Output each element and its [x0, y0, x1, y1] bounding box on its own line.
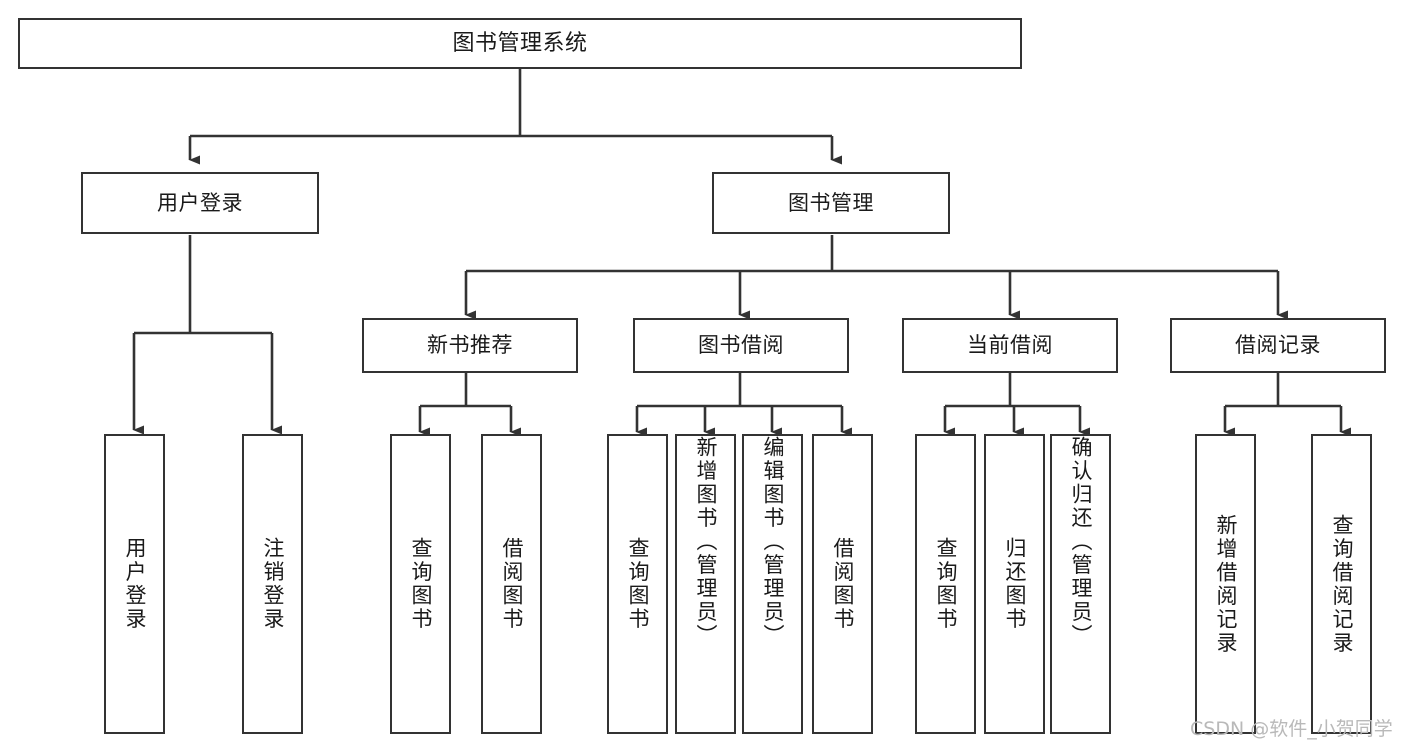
node-label: 图书管理系统: [452, 30, 588, 56]
leaf-query-borrow-record[interactable]: 查询借阅记录: [1311, 434, 1372, 734]
leaf-borrow-book-newbook[interactable]: 借阅图书: [481, 434, 542, 734]
node-label: 确认归还（管理员）: [1069, 436, 1093, 648]
leaf-add-borrow-record[interactable]: 新增借阅记录: [1195, 434, 1256, 734]
leaf-edit-book-admin[interactable]: 编辑图书（管理员）: [742, 434, 803, 734]
node-current-borrow[interactable]: 当前借阅: [902, 318, 1118, 373]
node-label: 图书管理: [788, 190, 874, 215]
node-label: 新增借阅记录: [1214, 513, 1238, 655]
leaf-confirm-return-admin[interactable]: 确认归还（管理员）: [1050, 434, 1111, 734]
node-label: 查询图书: [626, 537, 650, 631]
node-root-system[interactable]: 图书管理系统: [18, 18, 1022, 69]
node-label: 新书推荐: [427, 333, 513, 358]
node-label: 图书借阅: [698, 333, 784, 358]
node-new-book-recommend[interactable]: 新书推荐: [362, 318, 578, 373]
node-borrow-record[interactable]: 借阅记录: [1170, 318, 1386, 373]
node-label: 借阅记录: [1235, 333, 1321, 358]
node-label: 借阅图书: [500, 537, 524, 631]
leaf-borrow-book[interactable]: 借阅图书: [812, 434, 873, 734]
node-label: 归还图书: [1003, 537, 1027, 631]
node-label: 注销登录: [261, 537, 285, 631]
csdn-watermark: CSDN @软件_小贺同学: [1190, 718, 1393, 740]
leaf-add-book-admin[interactable]: 新增图书（管理员）: [675, 434, 736, 734]
node-label: 查询借阅记录: [1330, 513, 1354, 655]
node-label: 当前借阅: [967, 333, 1053, 358]
node-user-login[interactable]: 用户登录: [81, 172, 319, 234]
node-label: 编辑图书（管理员）: [761, 436, 785, 648]
leaf-query-book-current[interactable]: 查询图书: [915, 434, 976, 734]
leaf-query-book-borrow[interactable]: 查询图书: [607, 434, 668, 734]
node-label: 查询图书: [934, 537, 958, 631]
node-book-management[interactable]: 图书管理: [712, 172, 950, 234]
node-book-borrow[interactable]: 图书借阅: [633, 318, 849, 373]
leaf-return-book[interactable]: 归还图书: [984, 434, 1045, 734]
leaf-query-book-newbook[interactable]: 查询图书: [390, 434, 451, 734]
node-label: 用户登录: [157, 190, 243, 215]
node-label: 借阅图书: [831, 537, 855, 631]
node-label: 新增图书（管理员）: [694, 436, 718, 648]
node-label: 查询图书: [409, 537, 433, 631]
leaf-user-login[interactable]: 用户登录: [104, 434, 165, 734]
leaf-logout[interactable]: 注销登录: [242, 434, 303, 734]
node-label: 用户登录: [123, 537, 147, 631]
